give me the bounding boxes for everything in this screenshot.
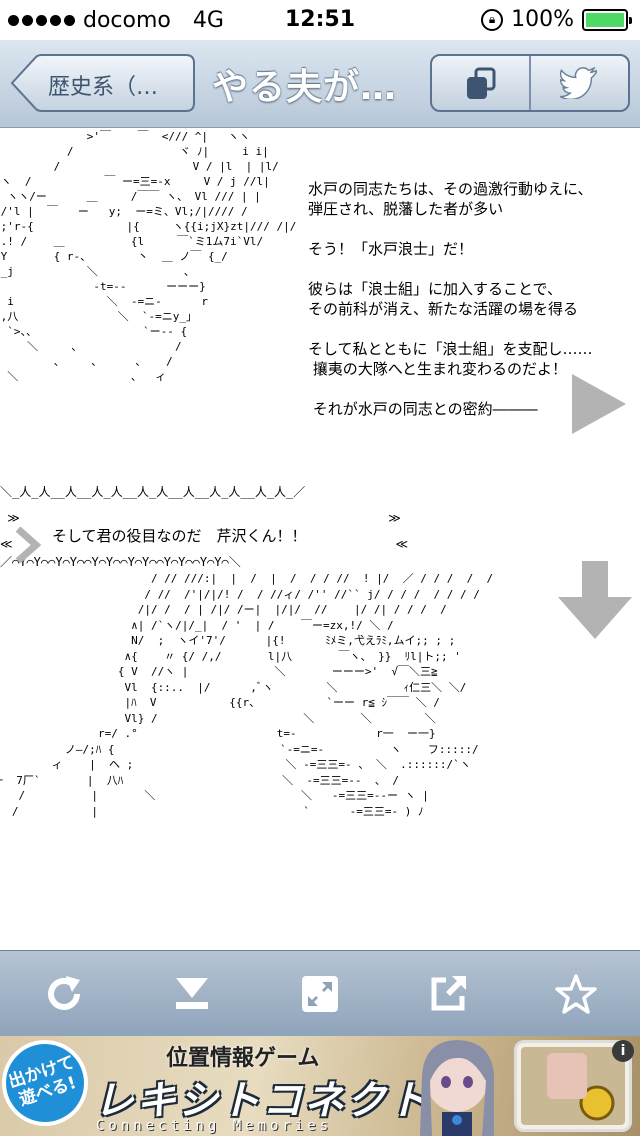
- twitter-bird-icon: [559, 67, 597, 99]
- next-page-arrow-icon[interactable]: [572, 374, 626, 434]
- download-button[interactable]: [128, 951, 256, 1036]
- clock: 12:51: [284, 7, 356, 32]
- back-button-label: 歴史系（…: [48, 75, 159, 100]
- layers-icon: [466, 67, 495, 99]
- ad-info-icon[interactable]: i: [612, 1040, 634, 1062]
- battery-icon: [582, 8, 632, 31]
- ad-banner[interactable]: 出かけて 遊べる! 位置情報ゲーム レキシトコネクト Connecting Me…: [0, 1036, 640, 1136]
- fullscreen-icon: [302, 975, 338, 1012]
- refresh-icon: [48, 975, 80, 1010]
- tweet-button[interactable]: [529, 56, 628, 110]
- share-button[interactable]: [384, 951, 512, 1036]
- network-type: 4G: [192, 8, 224, 33]
- download-icon: [176, 977, 208, 1009]
- speech-banner-top: ＼_人_人__人__人_人__人_人__人__人_人__人_人_／: [0, 485, 306, 499]
- prev-chevron-icon[interactable]: [6, 527, 46, 563]
- battery-percent: 100%: [511, 7, 574, 32]
- speech-banner-sides: ≫ ≫ ≪ ≪: [0, 511, 409, 551]
- nav-action-group: [430, 54, 630, 112]
- navigation-bar: 歴史系（… やる夫が…: [0, 40, 640, 128]
- page-title: やる夫が…: [212, 67, 398, 108]
- layers-button[interactable]: [432, 56, 529, 110]
- back-button[interactable]: 歴史系（…: [10, 54, 196, 112]
- rotation-lock-icon: 🔒︎: [481, 8, 504, 31]
- ad-logo: レキシトコネクト: [94, 1078, 430, 1124]
- status-bar: docomo 4G 12:51 🔒︎ 100%: [0, 0, 640, 40]
- speech-bubble-text: そして君の役目なのだ 芹沢くん！！: [52, 527, 307, 545]
- ascii-art-bottom: / // ///:| | / | / / / // ! |/ ／ / / / /…: [0, 572, 494, 818]
- speech-banner-bottom: ／⌒Y⌒Y⌒⌒Y⌒Y⌒⌒Y⌒Y⌒⌒Y⌒Y⌒⌒Y⌒Y⌒⌒Y⌒Y⌒＼: [0, 555, 241, 569]
- carrier-name: docomo: [83, 8, 171, 33]
- bottom-toolbar: [0, 950, 640, 1036]
- favorite-star-icon: [555, 973, 597, 1014]
- story-content[interactable]: >'￣ ￣ </// ^| ヽヽ / ヾ ﾉ| i i| / V / |l | …: [0, 129, 640, 949]
- refresh-button[interactable]: [0, 951, 128, 1036]
- ad-tagline: Connecting Memories: [96, 1118, 333, 1134]
- scroll-down-arrow-icon[interactable]: [558, 561, 632, 639]
- fullscreen-button[interactable]: [256, 951, 384, 1036]
- share-icon: [431, 975, 466, 1010]
- ascii-art-top: >'￣ ￣ </// ^| ヽヽ / ヾ ﾉ| i i| / V / |l | …: [0, 130, 297, 383]
- ad-subtitle: 位置情報ゲーム: [166, 1046, 320, 1071]
- ad-badge: 出かけて 遊べる!: [0, 1036, 100, 1136]
- ad-character-image: [420, 1040, 494, 1136]
- favorite-button[interactable]: [512, 951, 640, 1036]
- narration-text: 水戸の同志たちは、その過激行動ゆえに、 弾圧され、脱藩した者が多い そう！「水戸…: [308, 180, 593, 418]
- signal-strength-icon: [8, 15, 75, 26]
